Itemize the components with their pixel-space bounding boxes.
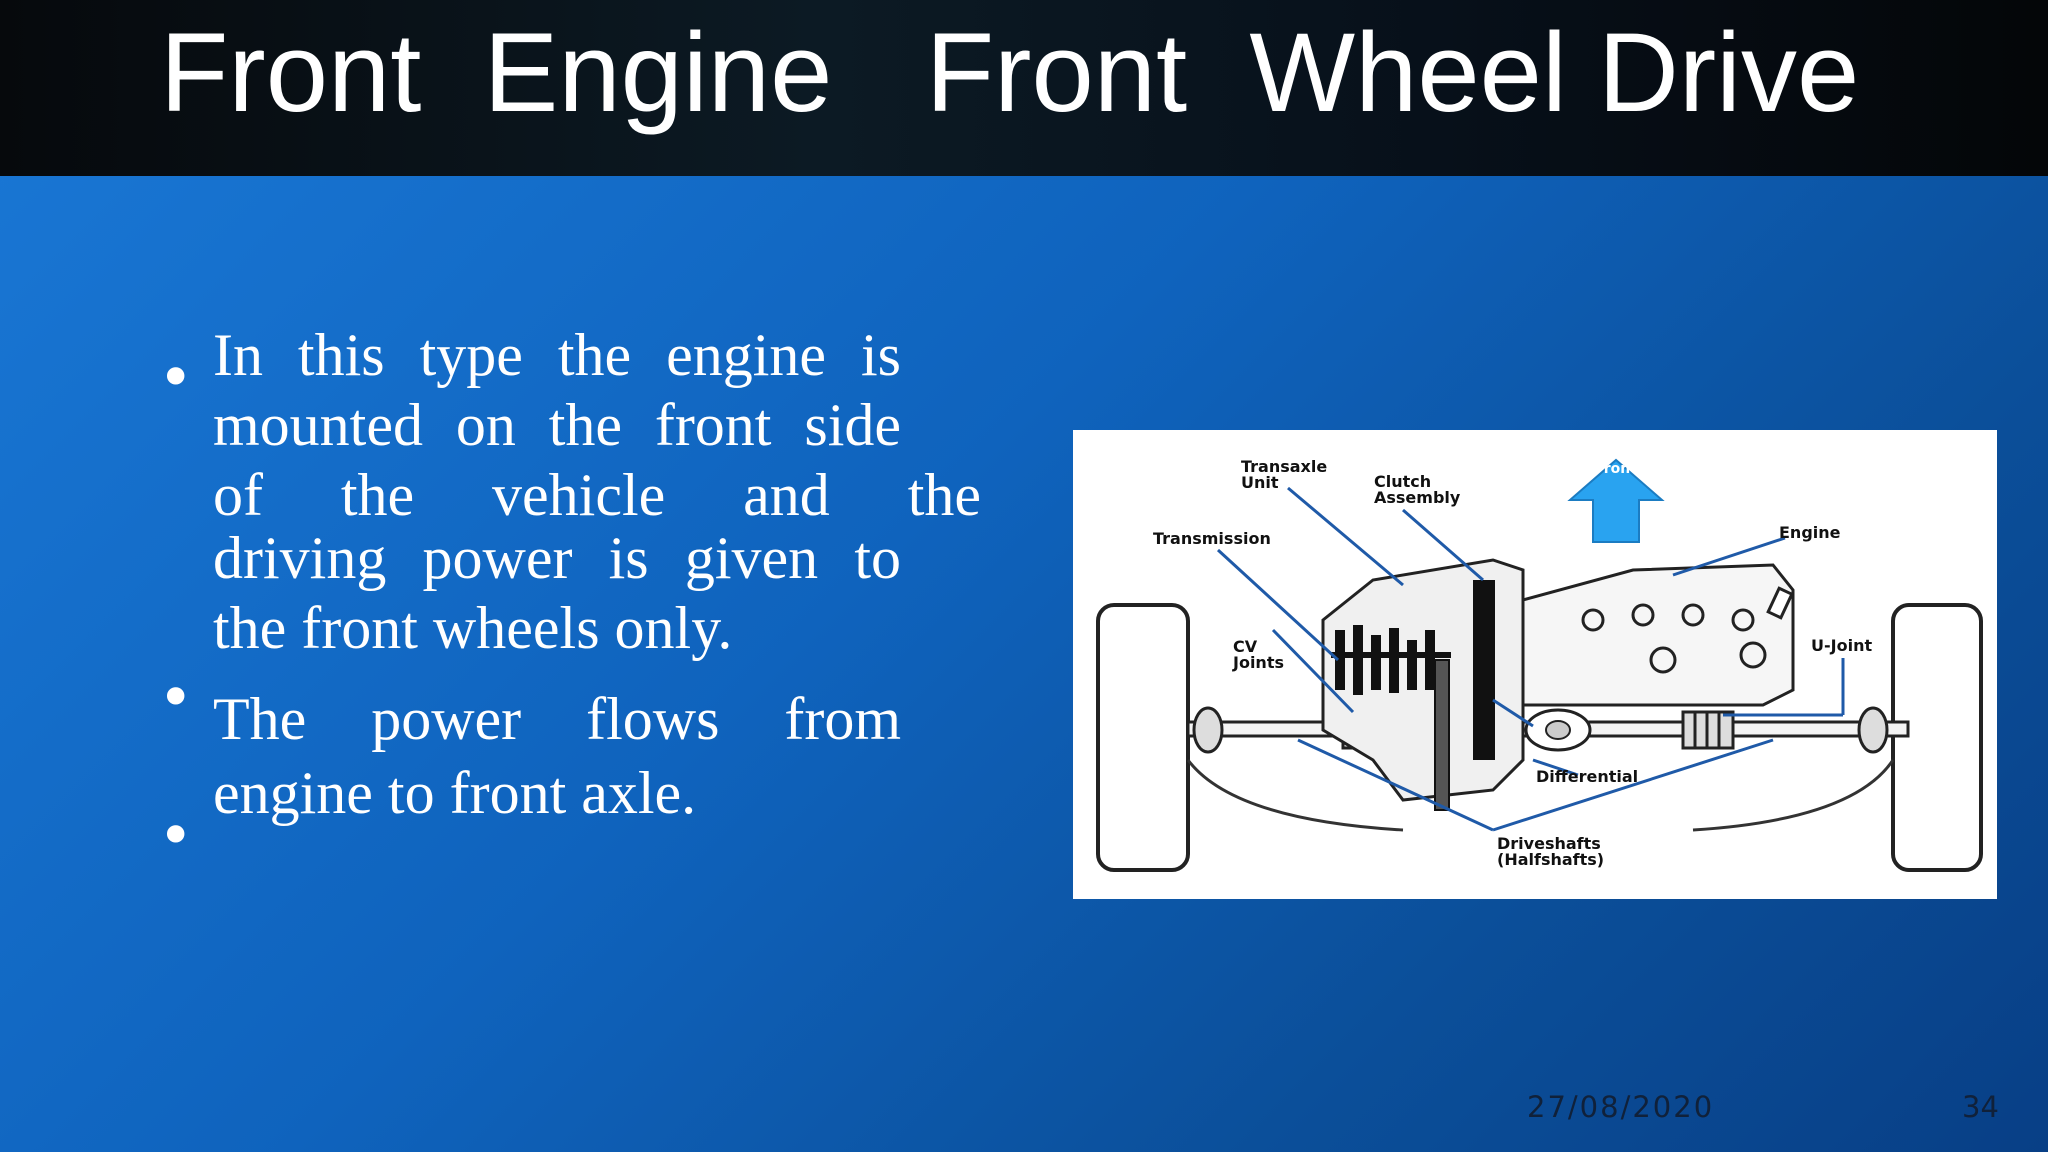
bullet-1-line-3: of the vehicle and the [213, 462, 981, 528]
bullet-marker-2: • [158, 663, 194, 733]
bullet-marker-1: • [158, 343, 194, 413]
right-control-arm [1692, 759, 1895, 832]
left-wheel [1096, 603, 1190, 872]
title-bar: Front Engine Front Wheel Drive [0, 0, 2048, 176]
footer-date: 27/08/2020 [1527, 1090, 1715, 1124]
clutch-label-1: Clutch [1374, 472, 1431, 491]
bullet-1-line-2: mounted on the front side [213, 392, 901, 458]
slide-title: Front Engine Front Wheel Drive [160, 10, 1860, 135]
right-cv-joint [1681, 706, 1889, 754]
leader-lines [1216, 486, 1845, 832]
bullet-1-line-3-wrap: of the vehicle and the [213, 460, 981, 530]
drivetrain-svg: Front Transaxle Unit Clutch Assembly Eng… [1096, 457, 1983, 872]
bullet-text-2: The power flows from [213, 684, 901, 754]
transaxle-label-1: Transaxle [1241, 457, 1327, 476]
bullet-1-line-4: driving power is given to [213, 525, 901, 591]
ring-gear [1434, 659, 1450, 811]
clutch-plate [1473, 580, 1495, 760]
transaxle-label-2: Unit [1241, 473, 1279, 492]
driveshafts-label-1: Driveshafts [1497, 834, 1601, 853]
engine-label: Engine [1779, 523, 1841, 542]
bullet-marker-3: • [158, 801, 194, 871]
bullet-text-2b: engine to front axle. [213, 758, 901, 828]
oil-filler [1766, 586, 1794, 620]
clutch-label-2: Assembly [1374, 488, 1461, 507]
bullet-1-line-5: the front wheels only. [213, 595, 733, 661]
transmission-gears [1331, 625, 1451, 695]
left-control-arm [1186, 759, 1404, 832]
differential-label: Differential [1536, 767, 1638, 786]
front-label: Front [1595, 461, 1637, 477]
bullet-text-1: In this type the engine is mounted on th… [213, 320, 901, 460]
transmission-label: Transmission [1153, 529, 1271, 548]
engine-block [1521, 563, 1795, 707]
cv-joints-label-2: Joints [1232, 653, 1284, 672]
footer-page-number: 34 [1962, 1090, 1999, 1124]
front-arrow-icon: Front [1567, 458, 1665, 543]
fwd-drivetrain-diagram: Front Transaxle Unit Clutch Assembly Eng… [1073, 430, 1997, 899]
bullet-1-last: the front wheels only. [213, 593, 901, 663]
u-joint-label: U-Joint [1811, 636, 1872, 655]
bullet-1-line-1: In this type the engine is [213, 322, 901, 388]
bullet-2-line-1: The power flows from [213, 686, 901, 752]
engine-cylinders [1581, 603, 1767, 674]
driveshafts-label-2: (Halfshafts) [1497, 850, 1604, 869]
bullet-2-line-2: engine to front axle. [213, 760, 697, 826]
cv-joints-label-1: CV [1233, 637, 1258, 656]
bullet-1-rest: driving power is given to [213, 523, 901, 593]
